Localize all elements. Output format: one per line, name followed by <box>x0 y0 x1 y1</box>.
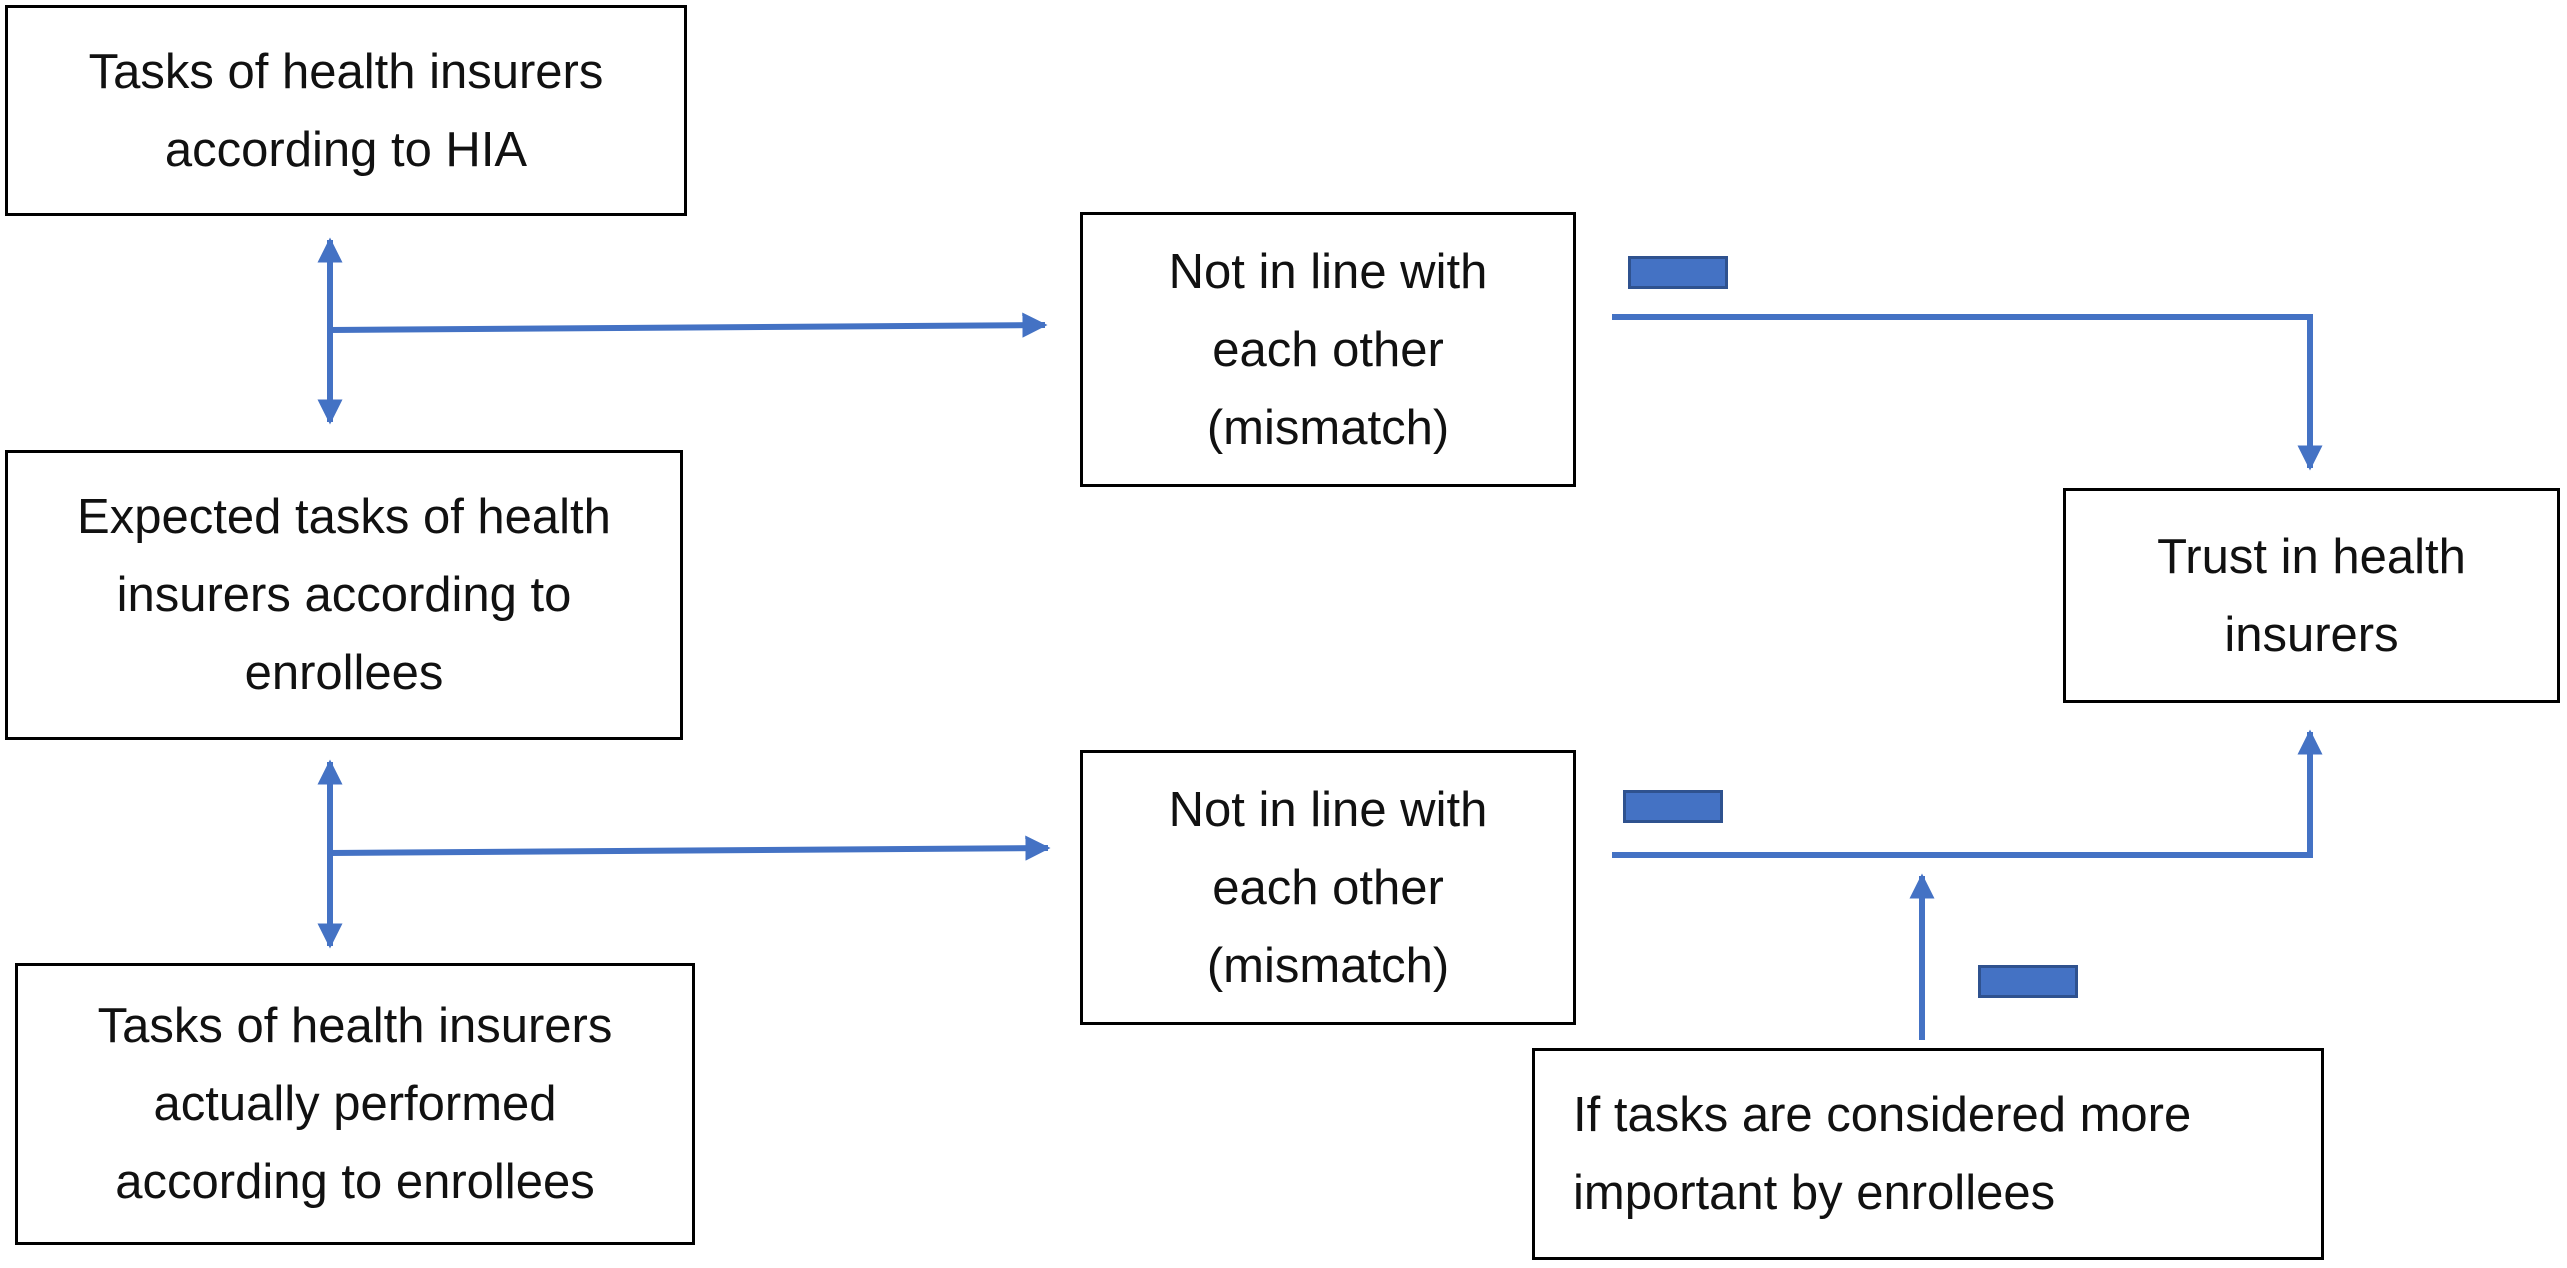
box-mismatch-bottom: Not in line with each other (mismatch) <box>1080 750 1576 1025</box>
box-moderator: If tasks are considered more important b… <box>1532 1048 2324 1260</box>
box-mismatch-top: Not in line with each other (mismatch) <box>1080 212 1576 487</box>
minus-sign-icon-bottom <box>1623 790 1723 823</box>
arrow-mismatch-top-to-trust <box>1612 314 2323 471</box>
box-trust: Trust in health insurers <box>2063 488 2560 703</box>
minus-sign-icon-top <box>1628 256 1728 289</box>
minus-sign-icon-moderator <box>1978 965 2078 998</box>
box-tasks-hia: Tasks of health insurers according to HI… <box>5 5 687 216</box>
arrow-to-mismatch-top <box>329 312 1048 338</box>
box-expected-tasks: Expected tasks of health insurers accord… <box>5 450 683 740</box>
arrow-mismatch-bottom-to-trust <box>1612 729 2323 858</box>
arrow-to-mismatch-bottom <box>329 835 1051 861</box>
box-actual-tasks: Tasks of health insurers actually perfor… <box>15 963 695 1245</box>
